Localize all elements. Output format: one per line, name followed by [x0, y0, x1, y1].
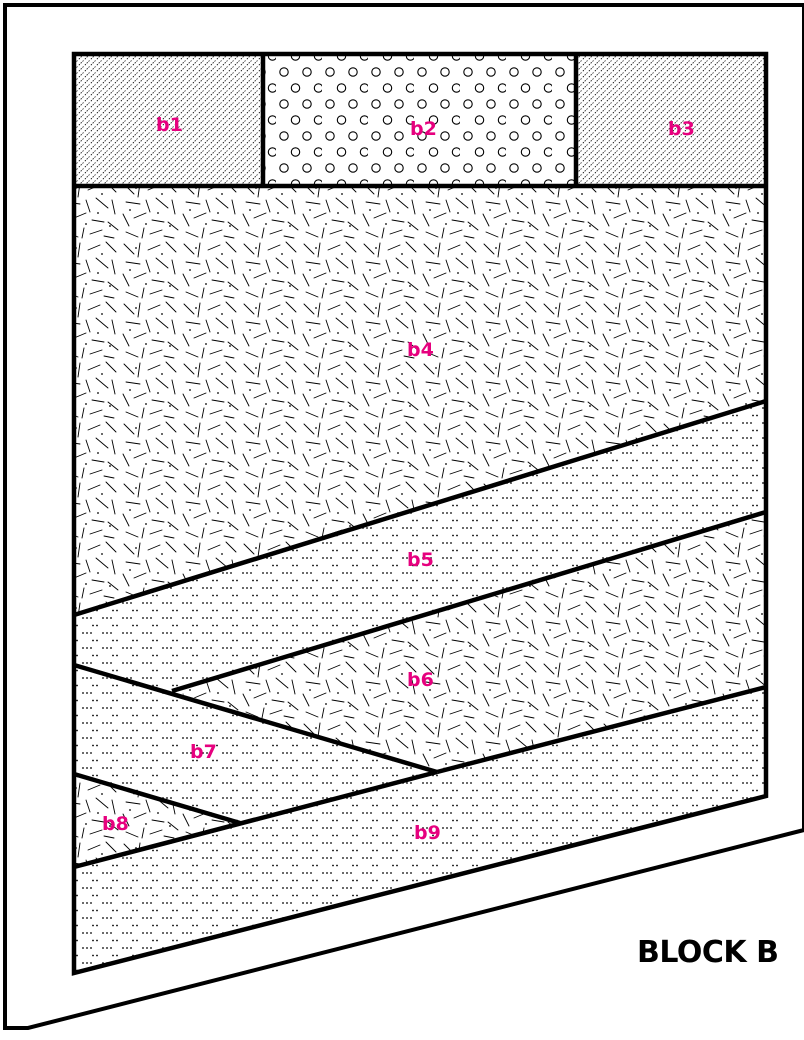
label-b8: b8: [102, 813, 129, 835]
label-b4: b4: [407, 339, 434, 361]
label-b3: b3: [668, 118, 695, 140]
label-b5: b5: [407, 549, 434, 571]
label-b7: b7: [190, 741, 217, 763]
label-b2: b2: [410, 118, 437, 140]
label-b1: b1: [156, 114, 183, 136]
label-b9: b9: [414, 822, 441, 844]
block-title: BLOCK B: [637, 935, 779, 970]
label-b6: b6: [407, 669, 434, 691]
